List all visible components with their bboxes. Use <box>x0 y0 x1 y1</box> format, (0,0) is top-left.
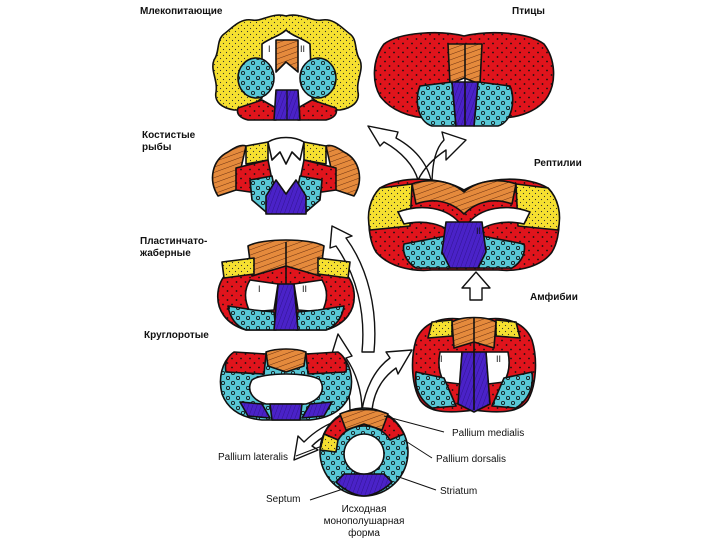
origin-ventricle <box>343 433 385 475</box>
origin-yellow-left <box>319 433 339 453</box>
leader-septum <box>309 487 347 501</box>
label-birds: Птицы <box>512 6 545 17</box>
label-pallium-medialis: Pallium medialis <box>452 428 525 439</box>
label-reptiles: Рептилии <box>534 158 582 169</box>
bonyfish-septum <box>265 179 307 215</box>
numeral-elasmo-2: II <box>302 284 307 294</box>
label-septum: Septum <box>266 494 301 505</box>
arrow-amphibia-to-reptilia <box>461 271 491 301</box>
amphib-cyan-left <box>414 371 457 409</box>
arrow-to-elasmobranchs <box>329 225 376 353</box>
numeral-mammal-2: II <box>300 44 305 54</box>
amphib-cyan-right <box>491 371 534 409</box>
elasmo-ventricle-right <box>293 279 328 313</box>
reptile-orange-dorsal <box>411 179 517 215</box>
cyclo-ventricle <box>248 373 324 405</box>
elasmo-septum <box>273 283 299 331</box>
cyclostome-brain-section <box>219 348 353 421</box>
cyclo-septum-mid <box>269 403 303 421</box>
cyclo-orange-top <box>265 348 307 373</box>
mammal-brain-section <box>212 14 362 121</box>
amphibian-brain-section <box>411 316 537 413</box>
reptile-cyan-right <box>477 235 526 269</box>
bonyfish-top-membrane <box>267 136 305 165</box>
leader-pallium-lateralis <box>295 445 323 457</box>
mammal-striatum-right <box>299 57 337 99</box>
label-cyclostomes: Круглоротые <box>144 330 209 341</box>
elasmo-ventricle-left <box>244 279 279 313</box>
bird-brain-section <box>373 31 555 127</box>
elasmo-yellow-left <box>221 257 255 279</box>
roman-numerals: I II II I II I II <box>258 44 501 364</box>
amphib-yellow-left <box>427 319 453 339</box>
mammal-striatum-left <box>237 57 275 99</box>
label-elasmo-2: жаберные <box>140 248 191 259</box>
leader-pallium-dorsalis <box>403 439 433 459</box>
numeral-reptile-2: II <box>476 226 481 236</box>
leader-striatum <box>395 475 437 491</box>
cyclo-septum-left <box>239 401 271 419</box>
label-amphibians: Амфибии <box>530 292 578 303</box>
numeral-amphib-2: II <box>496 354 501 364</box>
reptile-cyan-left <box>402 235 451 269</box>
bony-fish-brain-section <box>211 136 361 215</box>
amphib-yellow-right <box>495 319 521 339</box>
label-origin-3: форма <box>348 528 380 539</box>
arrow-origin-right <box>361 349 413 411</box>
label-origin-1: Исходная <box>341 504 387 515</box>
arrow-reptilia-fork <box>367 125 467 187</box>
label-mammals: Млекопитающие <box>140 6 223 17</box>
label-bony-fish-1: Костистые <box>142 130 196 141</box>
label-striatum: Striatum <box>440 486 478 497</box>
origin-orange-top <box>339 408 389 431</box>
mammal-orange-medial <box>275 39 299 73</box>
numeral-elasmo-1: I <box>258 284 261 294</box>
reptile-septum <box>441 221 487 269</box>
label-origin-2: монополушарная <box>323 516 405 527</box>
label-pallium-lateralis: Pallium lateralis <box>218 452 289 463</box>
leader-pallium-medialis <box>383 415 445 433</box>
bird-cyan-right <box>473 81 514 127</box>
label-bony-fish-2: рыбы <box>142 142 172 153</box>
origin-brain-section <box>319 407 409 497</box>
amphib-ventricle-left <box>438 351 463 385</box>
label-pallium-dorsalis: Pallium dorsalis <box>436 454 507 465</box>
cyclo-red-left <box>224 351 267 375</box>
amphib-ventricle-right <box>485 351 510 385</box>
origin-purple-bottom <box>335 473 393 497</box>
leader-lines <box>295 415 445 501</box>
label-elasmo-1: Пластинчато- <box>140 236 208 247</box>
cyclo-septum-right <box>301 401 333 419</box>
reptile-brain-section <box>367 178 561 272</box>
elasmo-yellow-right <box>317 257 351 279</box>
numeral-amphib-1: I <box>440 354 443 364</box>
bird-cyan-left <box>416 81 457 127</box>
numeral-mammal-1: I <box>268 44 271 54</box>
cyclo-red-right <box>305 351 348 375</box>
elasmobranch-brain-section <box>217 239 355 331</box>
